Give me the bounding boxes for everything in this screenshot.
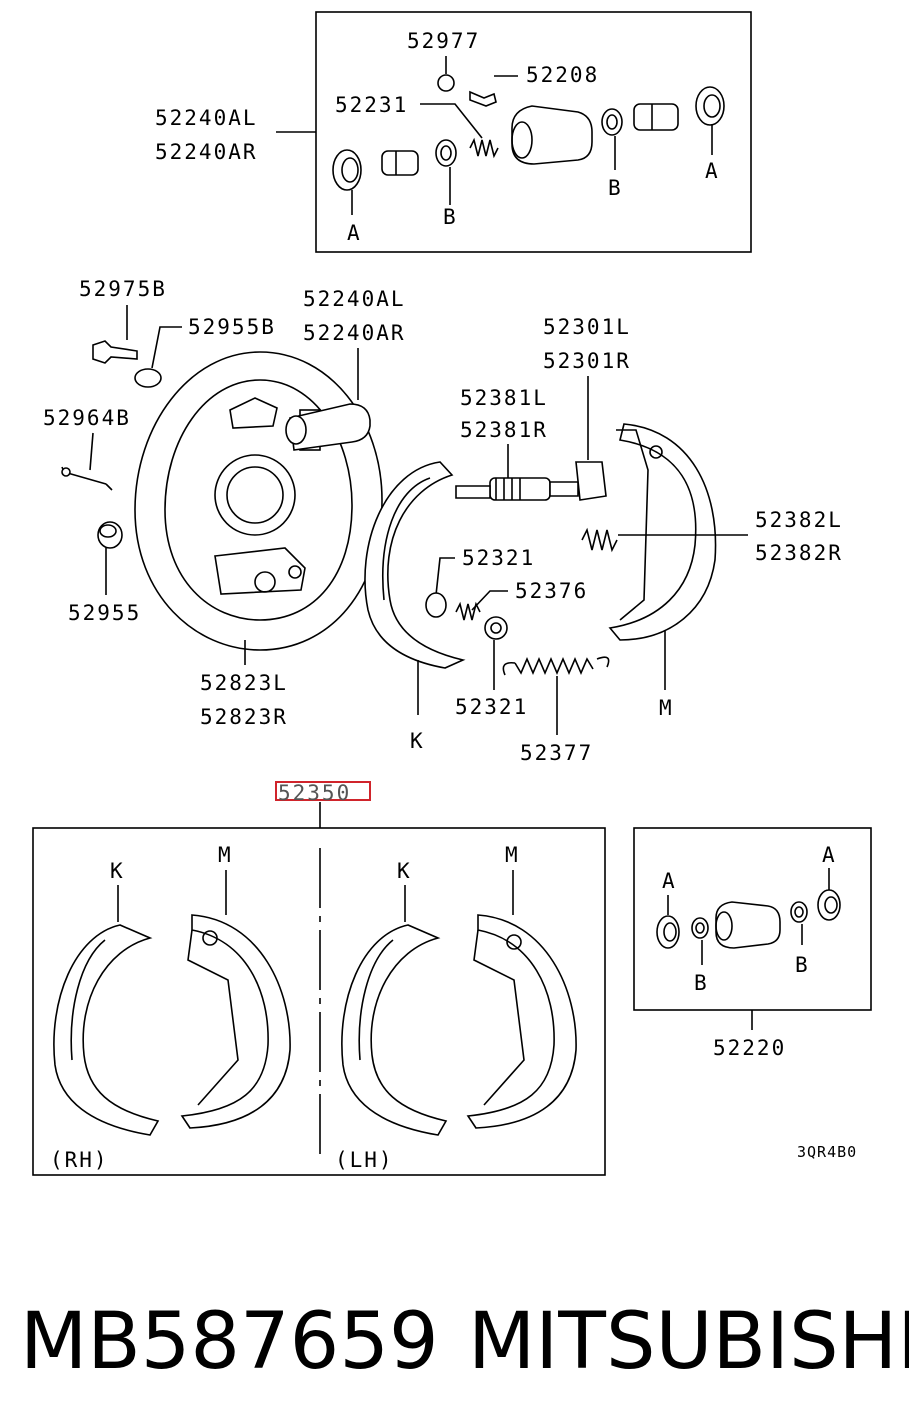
pin-icon bbox=[61, 466, 113, 491]
label-52975b[interactable]: 52975B bbox=[79, 277, 167, 301]
wheel-cylinder-inset: A B B A 52220 bbox=[633, 827, 872, 1060]
label-k-main[interactable]: K bbox=[410, 729, 425, 753]
label-52240ar-main[interactable]: 52240AR bbox=[303, 321, 406, 345]
label-52240al-main[interactable]: 52240AL bbox=[303, 287, 406, 311]
label-a-left[interactable]: A bbox=[347, 221, 362, 245]
cup-icon bbox=[435, 139, 457, 167]
label-52823l[interactable]: 52823L bbox=[200, 671, 288, 695]
label-52382r[interactable]: 52382R bbox=[755, 541, 843, 565]
label-52823r[interactable]: 52823R bbox=[200, 705, 288, 729]
cup-icon bbox=[601, 108, 623, 136]
label-a-right[interactable]: A bbox=[705, 159, 720, 183]
label-52377[interactable]: 52377 bbox=[520, 741, 593, 765]
label-52240ar[interactable]: 52240AR bbox=[155, 140, 258, 164]
cup-icon bbox=[691, 917, 709, 939]
label-b-left[interactable]: B bbox=[443, 205, 458, 229]
part-number-highlight[interactable] bbox=[275, 781, 371, 801]
bleeder-cap-icon bbox=[437, 74, 455, 92]
lever-icon bbox=[575, 461, 607, 501]
label-b-right[interactable]: B bbox=[608, 176, 623, 200]
brake-shoe-k-icon bbox=[364, 461, 466, 669]
label-m-main[interactable]: M bbox=[659, 696, 674, 720]
brake-shoe-k-icon bbox=[53, 924, 160, 1136]
shoe-set-frame bbox=[32, 827, 606, 1176]
spring-icon bbox=[469, 137, 499, 159]
main-assembly: 52975B 52955B 52240AL 52240AR 52964B 529… bbox=[43, 277, 843, 765]
label-52964b[interactable]: 52964B bbox=[43, 406, 131, 430]
cylinder-body-icon bbox=[285, 403, 371, 451]
label-52301r[interactable]: 52301R bbox=[543, 349, 631, 373]
cylinder-body-icon bbox=[715, 901, 781, 949]
label-52977[interactable]: 52977 bbox=[407, 29, 480, 53]
drawing-code: 3QR4B0 bbox=[797, 1143, 857, 1161]
label-a-left-inset[interactable]: A bbox=[662, 869, 677, 893]
label-52382l[interactable]: 52382L bbox=[755, 508, 843, 532]
brake-shoe-m-icon bbox=[180, 914, 291, 1129]
label-k-rh[interactable]: K bbox=[110, 859, 125, 883]
backing-plate-icon bbox=[134, 351, 383, 651]
boot-icon bbox=[332, 149, 362, 191]
label-b-left-inset[interactable]: B bbox=[694, 971, 709, 995]
label-lh[interactable]: (LH) bbox=[335, 1148, 394, 1172]
label-52321-top[interactable]: 52321 bbox=[462, 546, 535, 570]
grommet-icon bbox=[97, 521, 123, 549]
label-52381r[interactable]: 52381R bbox=[460, 418, 548, 442]
label-52231[interactable]: 52231 bbox=[335, 93, 408, 117]
piston-icon bbox=[381, 150, 419, 176]
label-52208[interactable]: 52208 bbox=[526, 63, 599, 87]
piston-icon bbox=[633, 103, 679, 131]
spring-icon bbox=[581, 527, 618, 553]
bolt-icon bbox=[92, 340, 138, 364]
bleeder-screw-icon bbox=[469, 90, 497, 107]
label-52301l[interactable]: 52301L bbox=[543, 315, 631, 339]
brake-shoe-m-icon bbox=[608, 423, 717, 641]
label-52955[interactable]: 52955 bbox=[68, 601, 141, 625]
label-a-right-inset[interactable]: A bbox=[822, 843, 837, 867]
shoe-set: 52350 K M (RH) K M bbox=[32, 781, 606, 1176]
label-52240al[interactable]: 52240AL bbox=[155, 106, 258, 130]
label-k-lh[interactable]: K bbox=[397, 859, 412, 883]
footer-brand: MITSUBISHI bbox=[468, 1297, 909, 1387]
boot-icon bbox=[695, 86, 725, 126]
label-52350[interactable]: 52350 bbox=[278, 781, 351, 805]
adjuster-icon bbox=[455, 477, 579, 501]
label-m-rh[interactable]: M bbox=[218, 843, 233, 867]
brake-shoe-m-icon bbox=[466, 914, 577, 1129]
return-spring-icon bbox=[502, 656, 610, 676]
label-52376[interactable]: 52376 bbox=[515, 579, 588, 603]
cup-icon bbox=[790, 901, 808, 923]
label-52220[interactable]: 52220 bbox=[713, 1036, 786, 1060]
label-52955b[interactable]: 52955B bbox=[188, 315, 276, 339]
cylinder-body-icon bbox=[511, 105, 593, 165]
label-b-right-inset[interactable]: B bbox=[795, 953, 810, 977]
footer-part-number: MB587659 bbox=[20, 1297, 439, 1387]
cup-icon bbox=[425, 592, 447, 618]
cup-icon bbox=[484, 616, 508, 640]
plug-icon bbox=[134, 368, 162, 388]
label-rh[interactable]: (RH) bbox=[50, 1148, 109, 1172]
boot-icon bbox=[817, 889, 841, 921]
cylinder-inset: 52240AL 52240AR 52977 52208 52231 A B bbox=[155, 11, 752, 253]
brake-shoe-k-icon bbox=[341, 924, 448, 1136]
spring-icon bbox=[455, 601, 481, 621]
label-m-lh[interactable]: M bbox=[505, 843, 520, 867]
label-52321-bottom[interactable]: 52321 bbox=[455, 695, 528, 719]
label-52381l[interactable]: 52381L bbox=[460, 386, 548, 410]
boot-icon bbox=[656, 915, 680, 949]
